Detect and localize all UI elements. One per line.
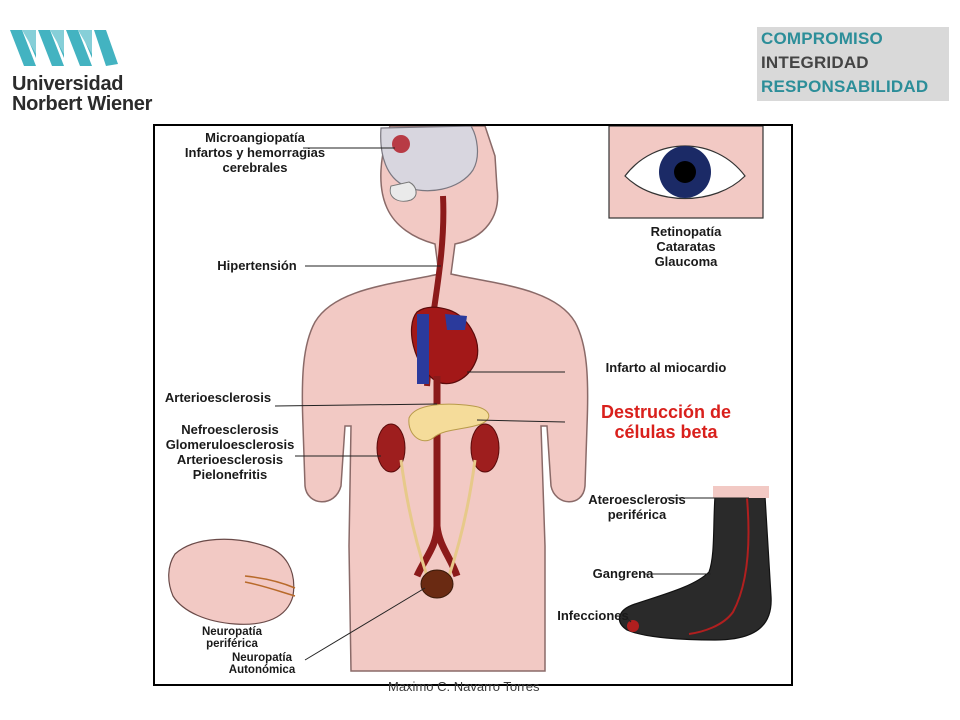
label-infecciones: Infecciones (557, 608, 629, 623)
foot (618, 495, 772, 641)
left-kidney (376, 423, 406, 473)
label-retinopatia: Retinopatía Cataratas Glaucoma (631, 224, 741, 269)
vena-cava (417, 314, 429, 384)
label-neuropatia-periferica: Neuropatía periférica (187, 626, 277, 650)
value-responsabilidad: RESPONSABILIDAD (761, 77, 929, 96)
label-line: Destrucción de (600, 402, 732, 422)
label-line: cerebrales (222, 160, 288, 175)
label-destruccion-celulas-beta: Destrucción de células beta (591, 402, 741, 442)
diagram-illustration (168, 126, 772, 672)
label-line: Autonómica (228, 664, 296, 676)
label-line: células beta (614, 422, 718, 442)
author-footer: Maximo C. Navarro Torres (388, 679, 540, 694)
aorta-right-branch (433, 525, 461, 578)
right-kidney (470, 423, 500, 473)
pupil (674, 161, 696, 183)
label-line: Glomeruloesclerosis (165, 437, 295, 452)
label-microangiopatia: Microangiopatía Infartos y hemorragias c… (175, 130, 335, 175)
bladder (420, 569, 454, 599)
label-line: Arterioesclerosis (176, 452, 284, 467)
label-line: Cataratas (656, 239, 716, 254)
hand-nerves (244, 575, 296, 597)
label-line: periférica (607, 507, 667, 522)
cerebellum (389, 181, 417, 202)
label-ateroesclerosis: Ateroesclerosis periférica (575, 492, 699, 522)
label-line: Microangiopatía (205, 130, 305, 145)
book-waves-logo-icon (10, 30, 118, 66)
label-line: Infartos y hemorragias (184, 145, 326, 160)
values-banner: COMPROMISO INTEGRIDAD RESPONSABILIDAD (757, 27, 949, 101)
label-line: Neuropatía (231, 652, 293, 664)
foot-ankle-skin (713, 486, 769, 498)
brain-hemorrhage (392, 135, 410, 153)
value-compromiso: COMPROMISO (761, 29, 883, 48)
value-integridad: INTEGRIDAD (761, 53, 869, 72)
pancreas (408, 403, 490, 442)
label-hipertension: Hipertensión (217, 258, 297, 273)
label-neuropatia-autonomica: Neuropatía Autonómica (217, 652, 307, 676)
university-name: Universidad Norbert Wiener (12, 74, 152, 114)
label-line: Retinopatía (650, 224, 722, 239)
university-logo: Universidad Norbert Wiener (10, 28, 160, 114)
pulmonary-vein (445, 314, 467, 330)
label-line: Neuropatía (201, 626, 263, 638)
university-name-line1: Universidad (12, 73, 124, 95)
label-gangrena: Gangrena (592, 566, 654, 581)
label-infarto: Infarto al miocardio (605, 360, 727, 375)
label-line: Pielonefritis (192, 467, 268, 482)
foot-artery (688, 497, 750, 635)
university-name-line2: Norbert Wiener (12, 93, 153, 115)
label-line: Ateroesclerosis (588, 492, 686, 507)
label-line: Nefroesclerosis (181, 422, 279, 437)
label-renal: Nefroesclerosis Glomeruloesclerosis Arte… (155, 422, 305, 482)
diabetes-complications-diagram: Microangiopatía Infartos y hemorragias c… (153, 124, 793, 686)
hand (168, 538, 295, 625)
ureters (399, 459, 477, 577)
toe-infection (627, 620, 639, 632)
label-line: periférica (206, 638, 258, 650)
label-arterioesclerosis: Arterioesclerosis (164, 390, 272, 405)
label-line: Glaucoma (654, 254, 718, 269)
leader-lines (274, 147, 749, 661)
